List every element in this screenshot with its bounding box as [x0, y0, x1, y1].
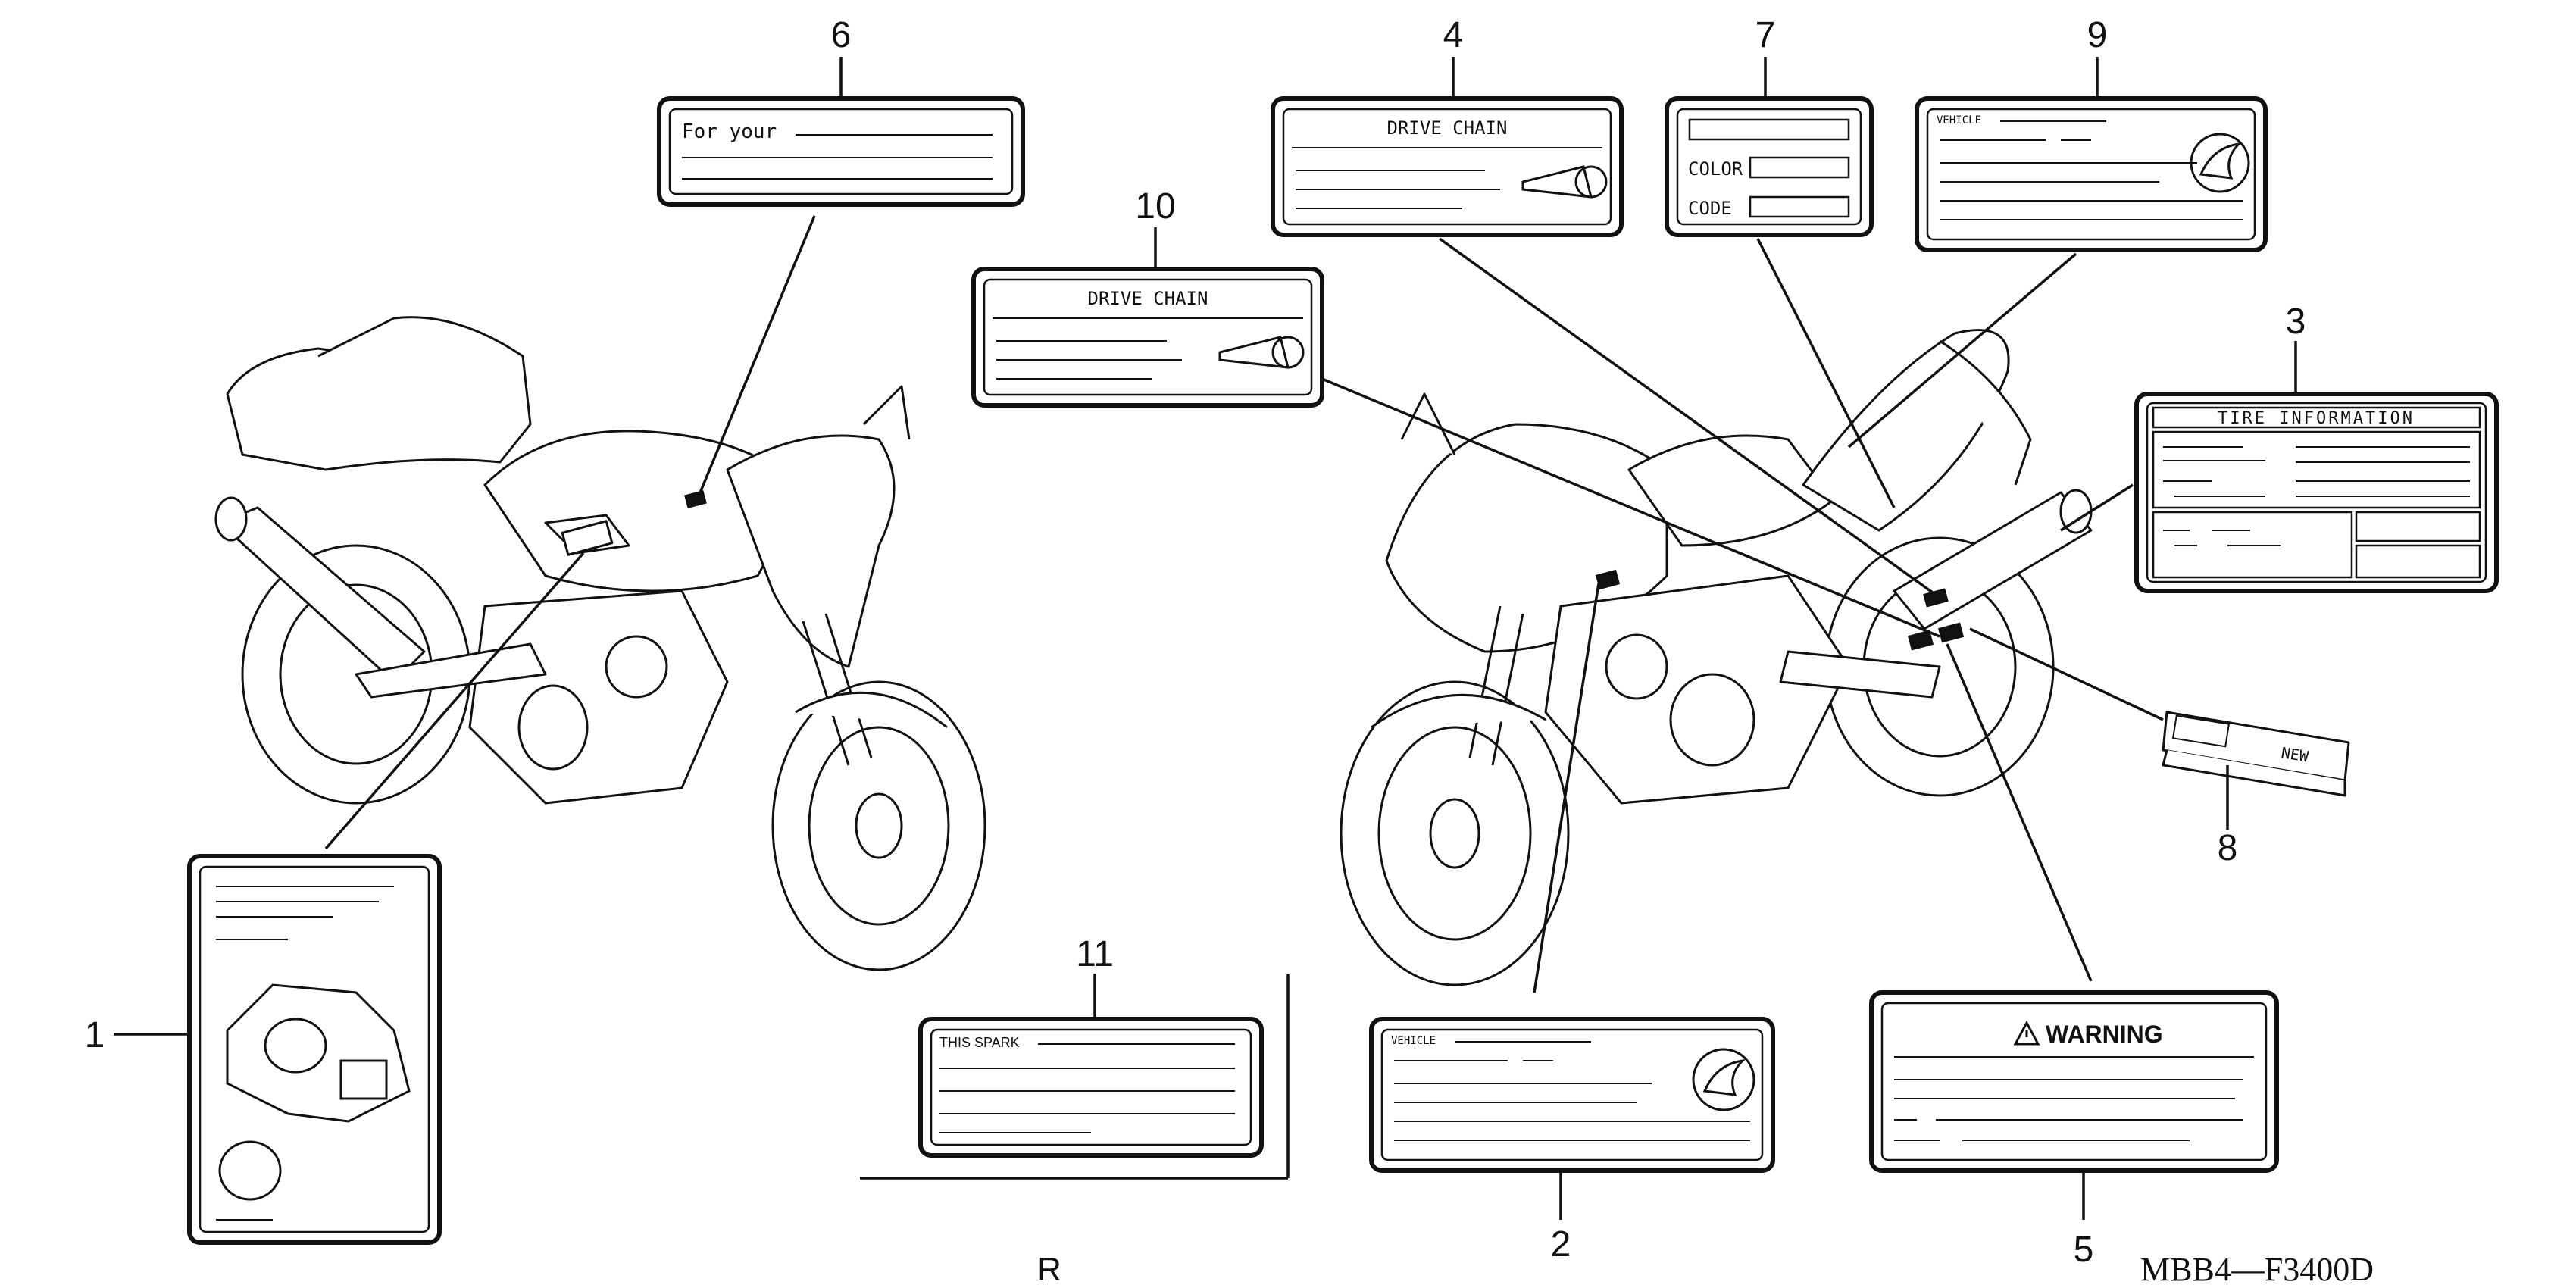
label-4-drive-chain: DRIVE CHAIN: [1271, 96, 1624, 237]
callout-9: 9: [2087, 15, 2108, 55]
label-6-for-your: For your: [657, 96, 1025, 207]
label-2-vehicle: VEHICLE: [1369, 1017, 1775, 1173]
callout-1: 1: [85, 1015, 105, 1055]
callout-6: 6: [831, 15, 852, 55]
warning-triangle-icon: [2013, 1020, 2040, 1046]
callout-3: 3: [2286, 302, 2306, 342]
label-7-color-code: COLOR CODE: [1665, 96, 1874, 237]
label-10-drive-chain: DRIVE CHAIN: [971, 267, 1324, 408]
label-8-header: NEW: [2280, 743, 2310, 766]
chain-tensioner-icon: [1218, 336, 1305, 369]
motorcycle-left-view: [214, 316, 986, 971]
label-3-header: TIRE INFORMATION: [2218, 409, 2415, 428]
drawing-code: MBB4—F3400D: [2140, 1251, 2374, 1288]
callout-4: 4: [1443, 15, 1464, 55]
callout-numbers: 1 2 3 4 5 6 7 8 9 10 11: [85, 15, 2306, 1270]
honda-wing-logo-icon: [1692, 1048, 1755, 1111]
code-field-label: CODE: [1688, 198, 1732, 219]
callout-5: 5: [2074, 1230, 2094, 1270]
callout-11: 11: [1076, 934, 1114, 974]
color-field-label: COLOR: [1688, 158, 1743, 180]
label-2-header: VEHICLE: [1391, 1035, 1436, 1047]
label-9-vehicle: VEHICLE: [1915, 96, 2268, 252]
leader-lines: [114, 57, 2297, 1220]
view-bracket: [860, 974, 1290, 1180]
label-8-new-tag: NEW: [2162, 711, 2350, 797]
oil-filter-icon: [218, 1140, 282, 1201]
callout-2: 2: [1551, 1224, 1571, 1265]
label-11-header: THIS SPARK: [939, 1035, 1020, 1050]
view-marker: R: [1037, 1251, 1061, 1288]
honda-wing-logo-icon: [2190, 133, 2250, 193]
label-4-header: DRIVE CHAIN: [1387, 117, 1508, 139]
label-6-header: For your: [682, 120, 777, 143]
label-9-header: VEHICLE: [1937, 114, 1981, 127]
callout-7: 7: [1755, 15, 1776, 55]
label-10-header: DRIVE CHAIN: [1088, 288, 1208, 309]
engine-sketch-icon: [226, 983, 411, 1123]
callout-8: 8: [2218, 828, 2238, 868]
label-1-pictogram: [187, 854, 442, 1245]
label-11-this-spark: THIS SPARK: [918, 1017, 1264, 1158]
label-5-warning: WARNING: [1869, 990, 2279, 1173]
label-5-header: WARNING: [2046, 1021, 2163, 1048]
label-3-tire-information: TIRE INFORMATION: [2134, 392, 2499, 593]
motorcycle-right-view: [1340, 329, 2093, 986]
callout-10: 10: [1135, 186, 1175, 227]
chain-tensioner-icon: [1521, 165, 1608, 199]
